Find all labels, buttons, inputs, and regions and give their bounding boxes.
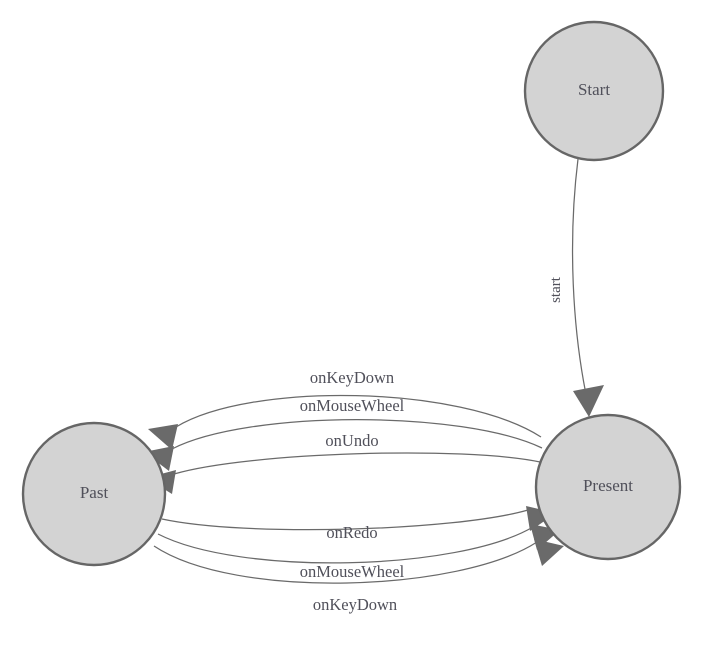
node-past-label: Past	[80, 483, 109, 502]
node-start[interactable]: Start	[523, 20, 665, 162]
edge-start-present-arrowhead	[573, 385, 604, 417]
edge-label-onkeydown-lower: onKeyDown	[313, 595, 397, 614]
edge-present-past-onmousewheel-path[interactable]	[171, 419, 543, 450]
edge-past-present-onkeydown-arrowhead	[534, 539, 564, 566]
edge-label-onundo: onUndo	[325, 431, 378, 450]
edge-label-onmousewheel-upper: onMouseWheel	[300, 396, 405, 415]
node-start-label: Start	[578, 80, 610, 99]
node-present[interactable]: Present	[534, 413, 682, 561]
edge-label-start: start	[548, 276, 564, 303]
edge-start-present-path[interactable]	[571, 158, 589, 405]
edge-label-onkeydown-upper: onKeyDown	[310, 368, 394, 387]
node-past-circle[interactable]	[21, 421, 167, 567]
edge-label-onredo: onRedo	[326, 523, 377, 542]
node-present-label: Present	[583, 476, 633, 495]
edge-group-start-to-present	[571, 158, 604, 417]
edge-past-present-onmousewheel-path[interactable]	[157, 526, 534, 564]
node-start-circle[interactable]	[523, 20, 665, 162]
node-present-circle[interactable]	[534, 413, 682, 561]
node-past[interactable]: Past	[21, 421, 167, 567]
edge-past-present-onkeydown-path[interactable]	[153, 541, 538, 584]
edge-present-past-onkeydown-path[interactable]	[175, 394, 542, 438]
edge-label-onmousewheel-lower: onMouseWheel	[300, 562, 405, 581]
edge-present-past-onkeydown-arrowhead	[148, 424, 178, 450]
edge-past-present-onredo-path[interactable]	[161, 509, 529, 531]
edge-present-past-onundo-path[interactable]	[173, 452, 541, 475]
edge-label-group: start onKeyDown onMouseWheel onUndo onRe…	[300, 276, 564, 614]
